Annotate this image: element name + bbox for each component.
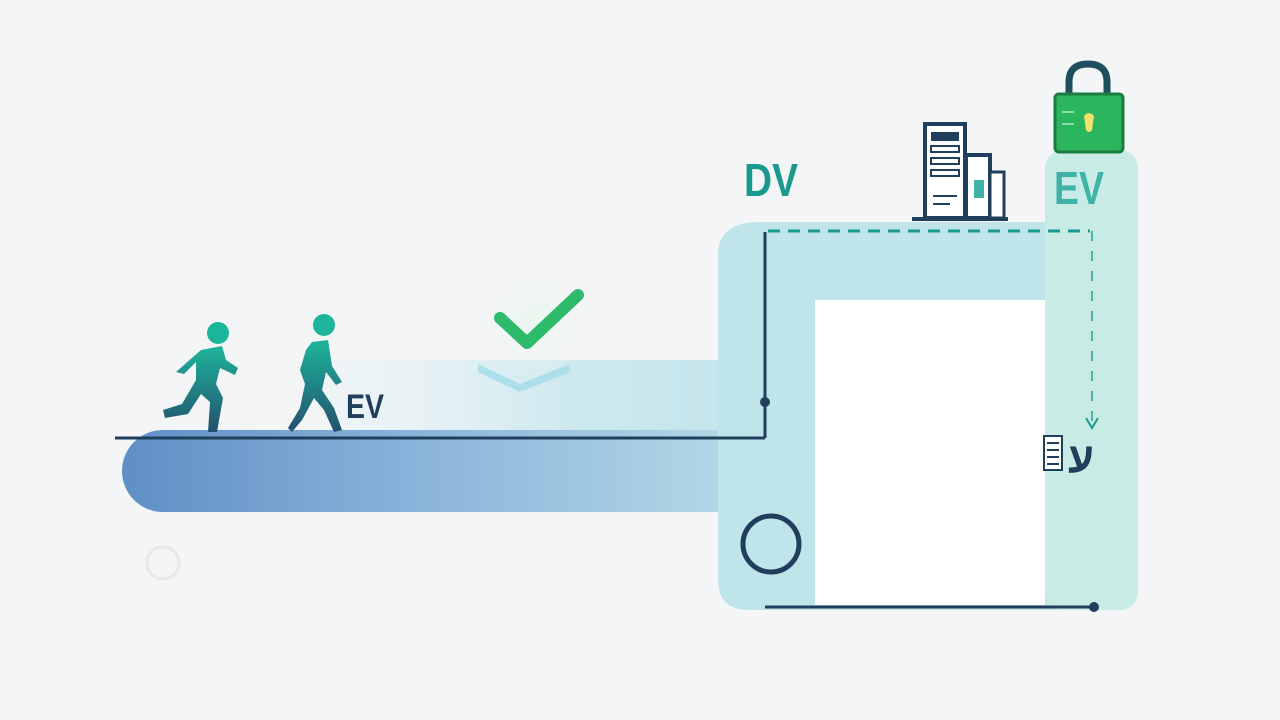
connector-node [760, 397, 770, 407]
dv-label: DV [744, 154, 798, 206]
faint-mark-icon [145, 545, 181, 581]
bottom-line-node [1089, 602, 1099, 612]
walking-person-icon [288, 314, 342, 432]
down-arrow-icon [1085, 417, 1099, 430]
loop-interior [815, 300, 1045, 605]
walker-ev-label: EV [346, 388, 384, 426]
horizontal-pipe [122, 430, 822, 512]
top-ev-label: EV [1054, 162, 1104, 214]
side-mark-label: ע [1068, 434, 1094, 481]
chevron-down-icon [478, 364, 570, 392]
checkmark-icon [494, 289, 584, 349]
check-glow [475, 260, 595, 380]
unlocked-padlock-icon [1053, 60, 1125, 154]
running-person-icon [163, 322, 238, 432]
circle-node-icon [740, 513, 802, 575]
server-building-icon [912, 122, 1008, 221]
document-stack-icon [1043, 435, 1063, 471]
